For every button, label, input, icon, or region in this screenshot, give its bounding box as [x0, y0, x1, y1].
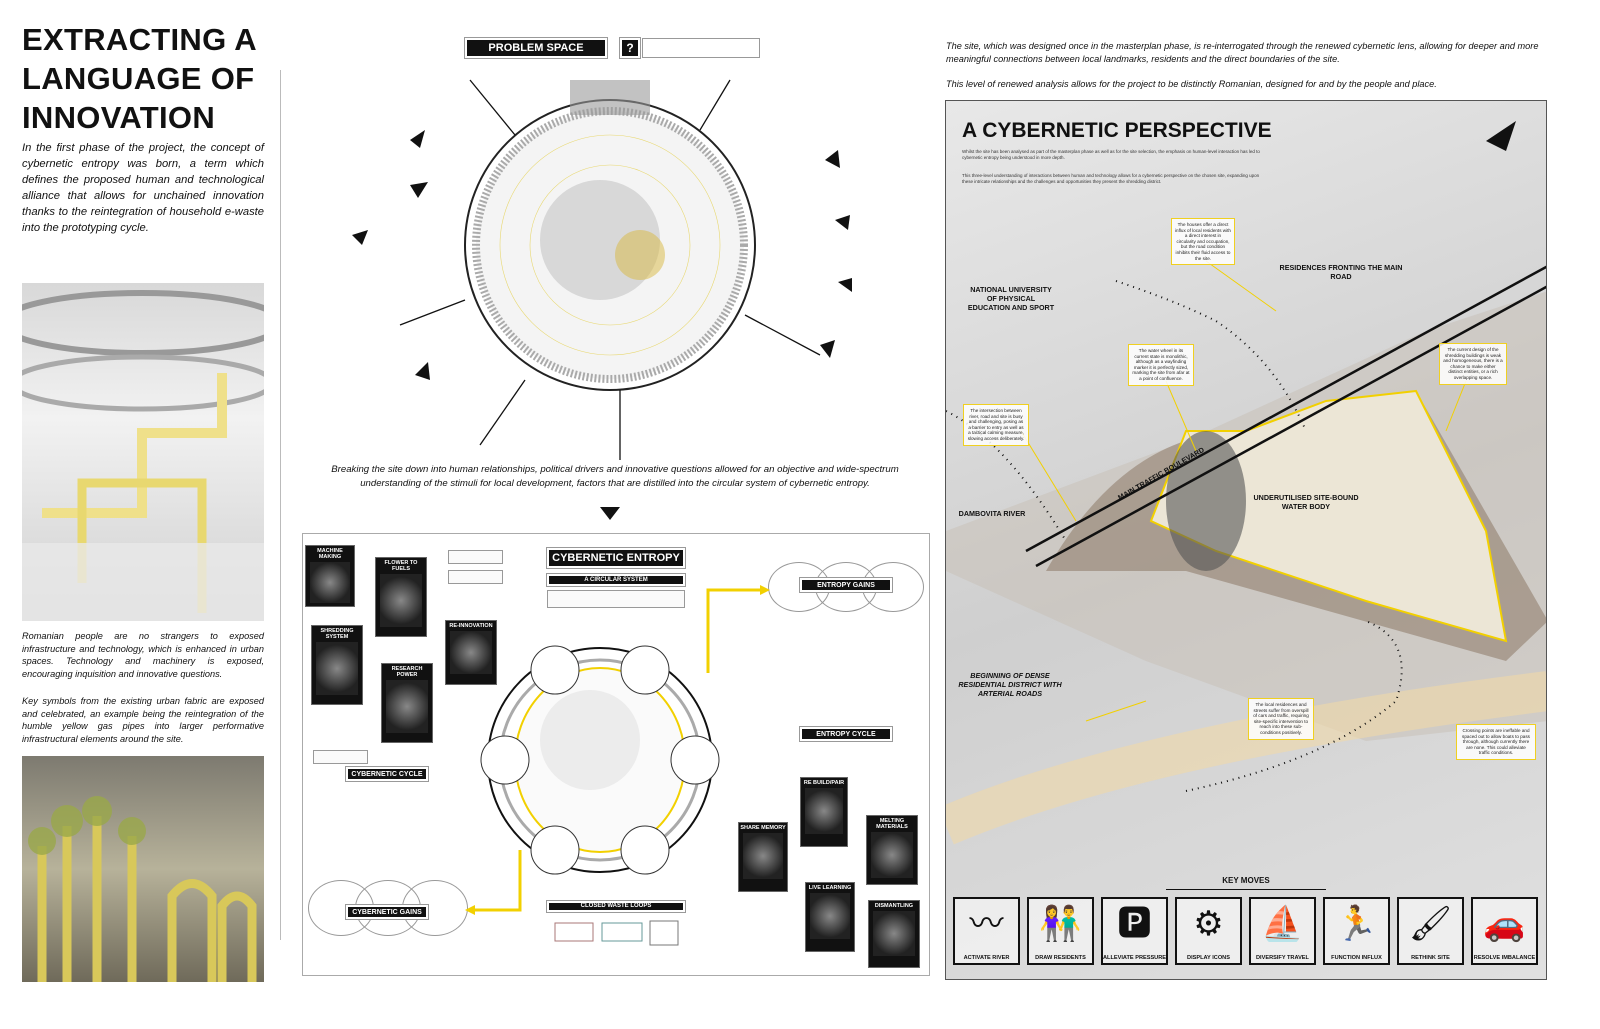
closed-waste-loops-label: CLOSED WASTE LOOPS — [546, 900, 686, 913]
cybernetic-gains-label: CYBERNETIC GAINS — [345, 904, 429, 920]
water-wheel-icon: ⚙ — [1193, 905, 1224, 943]
gains-arrow — [706, 585, 770, 673]
cybernetic-gains-arrow — [465, 850, 522, 915]
card-share-memory: SHARE MEMORY — [738, 822, 788, 892]
label-residences: RESIDENCES FRONTING THE MAIN ROAD — [1279, 263, 1403, 281]
annotation-houses: The houses offer a direct influx of loca… — [1171, 218, 1235, 266]
infrastructure-render-image — [22, 283, 264, 621]
label-river: DAMBOVITA RIVER — [958, 509, 1026, 518]
column-divider — [280, 70, 281, 940]
map-description-1: Whilst the site has been analysed as par… — [962, 149, 1260, 160]
entropy-title: CYBERNETIC ENTROPY — [546, 547, 686, 569]
card-flower-to-fuels: FLOWER TO FUELS — [375, 557, 427, 637]
key-move-draw-residents: 👫DRAW RESIDENTS — [1027, 897, 1094, 965]
key-move-resolve-imbalance: 🚗RESOLVE IMBALANCE — [1471, 897, 1538, 965]
yellow-pipes-render-image — [22, 756, 264, 982]
cybernetic-cycle-label: CYBERNETIC CYCLE — [345, 766, 429, 782]
key-move-activate-river: 〰ACTIVATE RIVER — [953, 897, 1020, 965]
map-title: A CYBERNETIC PERSPECTIVE — [962, 119, 1272, 142]
entropy-description — [547, 590, 685, 608]
entropy-subtitle: A CIRCULAR SYSTEM — [546, 573, 686, 587]
card-rebuild-repair: RE BUILD/PAIR — [800, 777, 848, 847]
card-research-power: RESEARCH POWER — [381, 663, 433, 743]
annotation-intersection: The intersection between river, road and… — [963, 404, 1029, 446]
annotation-shredding-buildings: The current design of the shredding buil… — [1439, 343, 1507, 385]
no-parking-icon: 🅿 — [1117, 905, 1152, 943]
entropy-cycle-diagram — [480, 645, 720, 875]
note — [448, 570, 503, 584]
card-melting-materials: MELTING MATERIALS — [866, 815, 918, 885]
note — [313, 750, 368, 764]
runner-icon: 🏃 — [1335, 905, 1378, 943]
problem-space-caption: Breaking the site down into human relati… — [331, 464, 899, 489]
infrastructure-text: Romanian people are no strangers to expo… — [22, 631, 264, 679]
question-icon: ? — [619, 37, 641, 59]
north-arrow-icon — [1486, 121, 1516, 151]
map-description-2: This three-level understanding of intera… — [962, 173, 1260, 184]
river-icon: 〰 — [969, 905, 1004, 943]
closed-waste-loops-diagram — [554, 920, 679, 946]
entropy-cycle-label: ENTROPY CYCLE — [799, 726, 893, 742]
couple-icon: 👫 — [1039, 905, 1082, 943]
easel-icon: 🖌 — [1408, 905, 1453, 943]
key-move-function-influx: 🏃FUNCTION INFLUX — [1323, 897, 1390, 965]
card-dismantling: DISMANTLING — [868, 900, 920, 968]
symbols-text: Key symbols from the existing urban fabr… — [22, 696, 264, 744]
key-move-alleviate-pressure: 🅿ALLEVIATE PRESSURE — [1101, 897, 1168, 965]
label-residential-district: BEGINNING OF DENSE RESIDENTIAL DISTRICT … — [958, 671, 1062, 698]
key-move-diversify-travel: ⛵DIVERSIFY TRAVEL — [1249, 897, 1316, 965]
intro-text: In the first phase of the project, the c… — [22, 142, 264, 234]
problem-space-note — [642, 38, 760, 58]
annotation-crossing-points: Crossing points are ineffable and spaced… — [1456, 724, 1536, 760]
romanian-text: This level of renewed analysis allows fo… — [946, 79, 1437, 89]
person-car-icon: 🚗 — [1483, 905, 1526, 943]
key-move-rethink-site: 🖌RETHINK SITE — [1397, 897, 1464, 965]
site-reinterrogation-text: The site, which was designed once in the… — [946, 41, 1539, 64]
key-move-display-icons: ⚙DISPLAY ICONS — [1175, 897, 1242, 965]
down-arrow-icon — [600, 507, 620, 520]
card-machine-making: MACHINE MAKING — [305, 545, 355, 607]
card-shredding-system: SHREDDING SYSTEM — [311, 625, 363, 705]
card-re-innovation: RE-INNOVATION — [445, 620, 497, 685]
card-live-learning: LIVE LEARNING — [805, 882, 855, 952]
problem-space-label: PROBLEM SPACE — [464, 37, 608, 59]
note — [448, 550, 503, 564]
site-axonometric-map: A CYBERNETIC PERSPECTIVE Whilst the site… — [945, 100, 1547, 980]
annotation-local-residences: The local residences and streets suffer … — [1248, 698, 1314, 740]
entropy-gains-label: ENTROPY GAINS — [799, 577, 893, 593]
label-university: NATIONAL UNIVERSITY OF PHYSICAL EDUCATIO… — [967, 285, 1055, 312]
page-title: EXTRACTING A LANGUAGE OF INNOVATION — [22, 22, 256, 135]
key-moves-title: KEY MOVES — [1166, 876, 1326, 890]
annotation-water-wheel: The water wheel in its current state is … — [1128, 344, 1194, 386]
label-water-body: UNDERUTILISED SITE-BOUND WATER BODY — [1253, 493, 1359, 511]
sailboat-icon: ⛵ — [1261, 905, 1304, 943]
problem-space-diagram — [352, 79, 852, 460]
